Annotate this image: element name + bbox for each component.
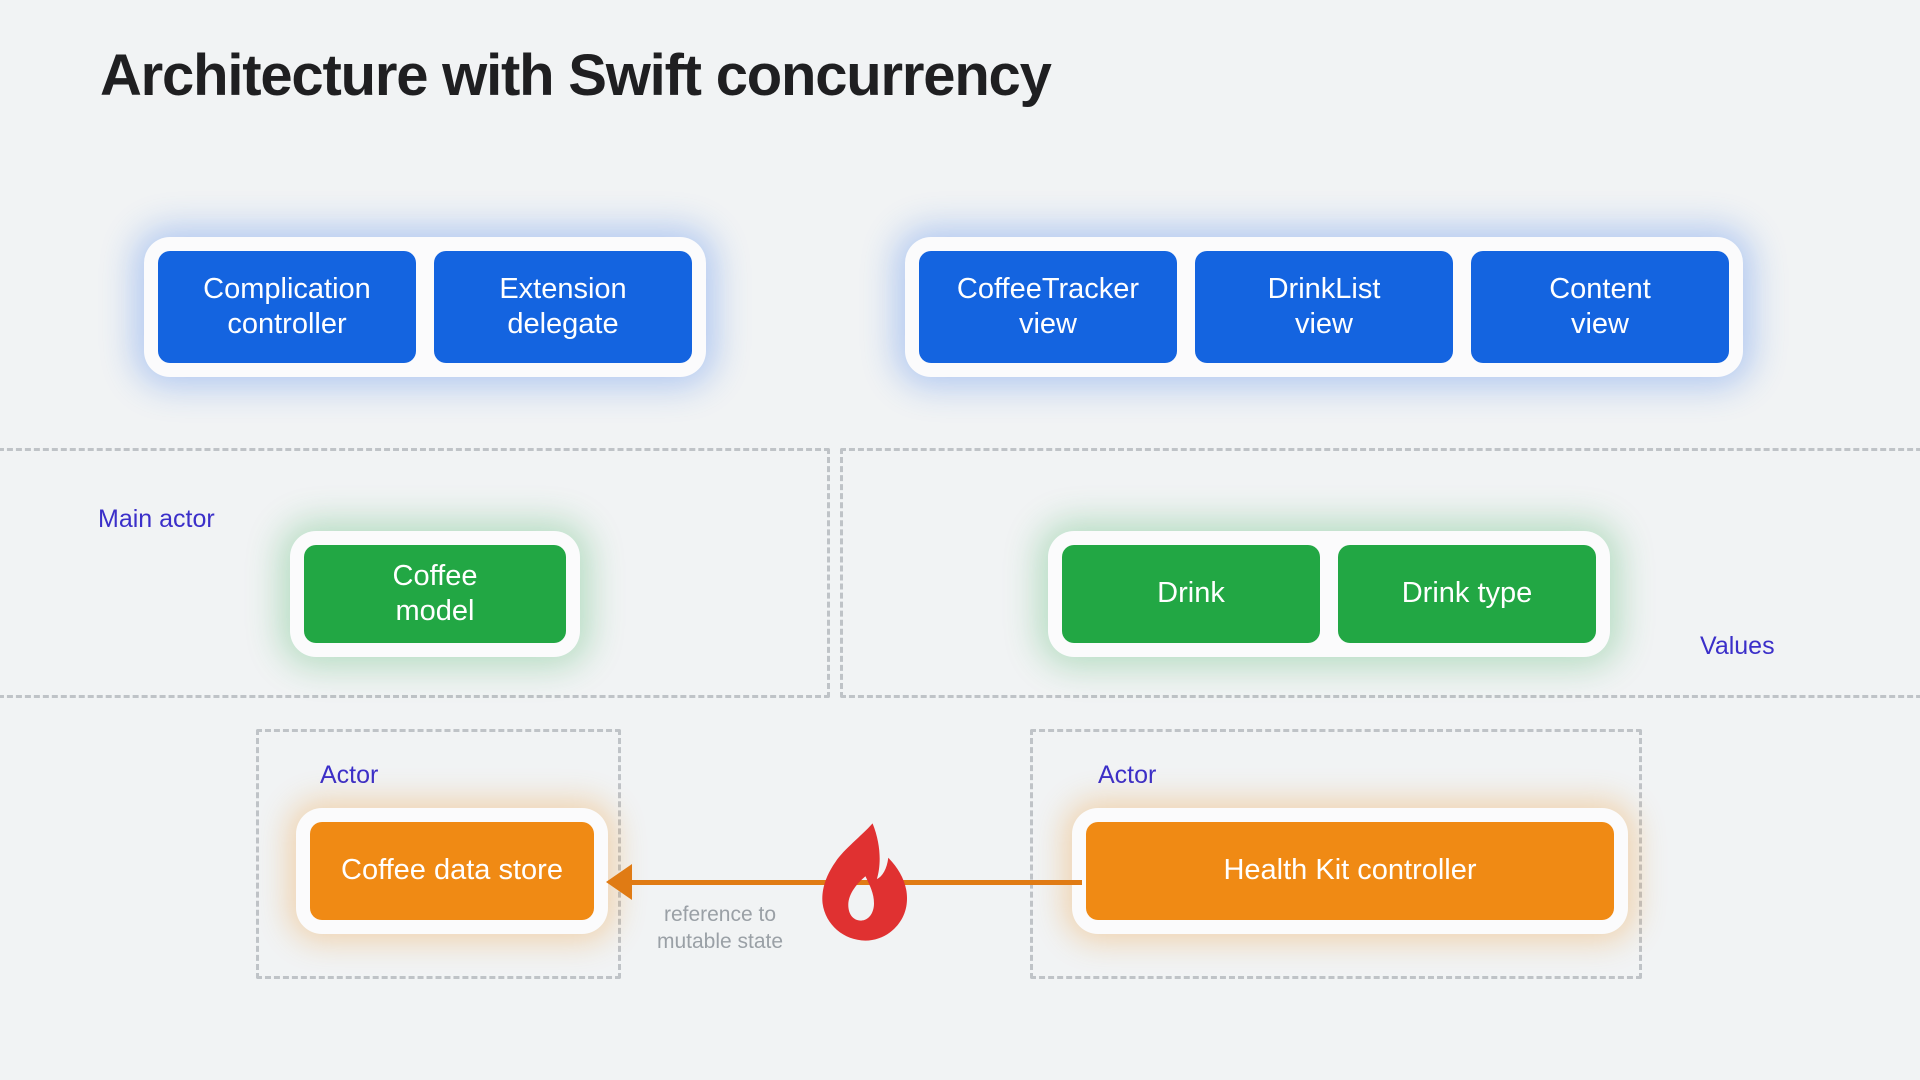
node-content-view[interactable]: Content view xyxy=(1471,251,1729,363)
region-actor-right-label: Actor xyxy=(1098,761,1157,789)
group-watch-app: Complication controller Extension delega… xyxy=(144,237,706,377)
group-coffee-data-store: Coffee data store xyxy=(296,808,608,934)
group-value-types: Drink Drink type xyxy=(1048,531,1610,657)
node-extension-delegate[interactable]: Extension delegate xyxy=(434,251,692,363)
node-drink[interactable]: Drink xyxy=(1062,545,1320,643)
node-coffeetracker-view[interactable]: CoffeeTracker view xyxy=(919,251,1177,363)
node-drink-type[interactable]: Drink type xyxy=(1338,545,1596,643)
flame-icon xyxy=(822,823,908,941)
flame-icon-path xyxy=(822,823,908,941)
group-health-kit-controller: Health Kit controller xyxy=(1072,808,1628,934)
group-coffee-model: Coffee model xyxy=(290,531,580,657)
page-title: Architecture with Swift concurrency xyxy=(100,43,1052,108)
node-complication-controller[interactable]: Complication controller xyxy=(158,251,416,363)
region-actor-left xyxy=(256,729,621,979)
region-actor-right xyxy=(1030,729,1642,979)
node-coffee-data-store[interactable]: Coffee data store xyxy=(310,822,594,920)
region-values xyxy=(840,448,1920,698)
region-actor-left-label: Actor xyxy=(320,761,379,789)
region-main-actor xyxy=(0,448,830,698)
node-coffee-model[interactable]: Coffee model xyxy=(304,545,566,643)
node-drinklist-view[interactable]: DrinkList view xyxy=(1195,251,1453,363)
region-main-actor-label: Main actor xyxy=(98,505,215,533)
region-values-label: Values xyxy=(1700,632,1775,660)
node-health-kit-controller[interactable]: Health Kit controller xyxy=(1086,822,1614,920)
group-views: CoffeeTracker view DrinkList view Conten… xyxy=(905,237,1743,377)
reference-arrow-head xyxy=(606,864,632,900)
reference-arrow-label: reference to mutable state xyxy=(656,903,784,953)
